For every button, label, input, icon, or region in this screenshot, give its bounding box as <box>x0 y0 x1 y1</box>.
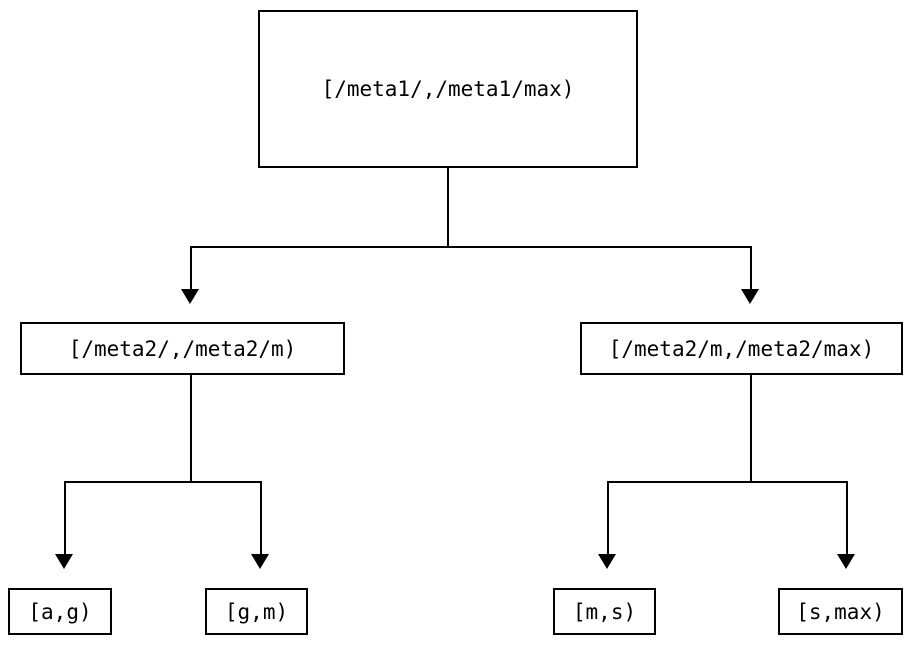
tree-leaf-a-g[interactable]: [a,g) <box>8 588 112 635</box>
arrowhead-mid-right-to-leaf3 <box>837 554 855 569</box>
arrowhead-mid-right-to-leaf2 <box>598 554 616 569</box>
tree-leaf-m-s[interactable]: [m,s) <box>553 588 656 635</box>
tree-leaf-s-max-label: [s,max) <box>796 599 885 624</box>
edge-root-to-mid-left-drop <box>190 246 192 290</box>
tree-leaf-s-max[interactable]: [s,max) <box>778 588 903 635</box>
tree-node-meta2-upper[interactable]: [/meta2/m,/meta2/max) <box>580 322 903 375</box>
arrowhead-root-to-mid-right <box>741 289 759 304</box>
tree-leaf-g-m-label: [g,m) <box>224 599 289 624</box>
edge-mid-left-to-leaf0-drop <box>64 481 66 555</box>
edge-root-crossbar <box>190 246 751 248</box>
edge-mid-right-stem <box>750 375 752 483</box>
edge-mid-left-stem <box>190 375 192 483</box>
tree-leaf-a-g-label: [a,g) <box>28 599 92 624</box>
edge-root-stem <box>447 168 449 248</box>
arrowhead-root-to-mid-left <box>181 289 199 304</box>
edge-mid-left-crossbar <box>64 481 262 483</box>
edge-mid-right-to-leaf3-drop <box>846 481 848 555</box>
tree-node-root[interactable]: [/meta1/,/meta1/max) <box>258 10 638 168</box>
edge-root-to-mid-right-drop <box>750 246 752 290</box>
edge-mid-right-to-leaf2-drop <box>607 481 609 555</box>
tree-node-root-label: [/meta1/,/meta1/max) <box>321 77 575 101</box>
tree-node-meta2-upper-label: [/meta2/m,/meta2/max) <box>608 336 875 361</box>
edge-mid-left-to-leaf1-drop <box>260 481 262 555</box>
arrowhead-mid-left-to-leaf0 <box>55 554 73 569</box>
tree-leaf-g-m[interactable]: [g,m) <box>205 588 308 635</box>
tree-leaf-m-s-label: [m,s) <box>572 599 637 624</box>
tree-node-meta2-lower-label: [/meta2/,/meta2/m) <box>68 336 297 361</box>
edge-mid-right-crossbar <box>607 481 848 483</box>
arrowhead-mid-left-to-leaf1 <box>251 554 269 569</box>
tree-node-meta2-lower[interactable]: [/meta2/,/meta2/m) <box>20 322 345 375</box>
